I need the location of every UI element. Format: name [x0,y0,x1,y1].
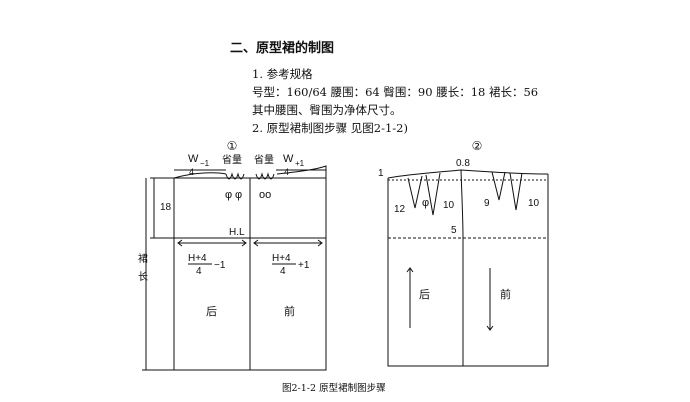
grain-arrowhead-front [486,325,494,331]
diagram-2-waistline [387,169,549,179]
h-back-arrowhead-left [177,239,183,247]
back-label: 后 [206,305,217,318]
dart-loops-front [255,172,275,180]
h-front-num: H+4 [272,253,291,264]
item-drafting-steps: 2. 原型裙制图步骤 见图2-1-2) [252,121,408,135]
w-back-adj: −1 [200,159,210,168]
dart-back-2 [425,172,441,216]
front-label-2: 前 [500,287,511,301]
grain-arrowhead-back [406,267,414,273]
figure-caption: 图2-1-2 原型裙制图步骤 [282,383,386,394]
w-front-adj: +1 [295,159,305,168]
h-back-num: H+4 [188,253,207,264]
skirt-length-label-1: 裙 [138,252,148,265]
spec-line: 号型：160/64 腰围：64 臀围：90 腰长：18 裙长：56 [252,85,539,99]
w-front-den: 4 [284,167,289,177]
h-front-arrowhead-right [317,239,323,247]
w-front-num: W [283,153,294,165]
h-back-adj: −1 [214,260,226,271]
h-front-den: 4 [280,266,286,277]
dart-10-back: 10 [443,200,455,211]
front-label: 前 [284,304,295,318]
phi-back-1: φ [225,189,232,201]
phi-back-2: φ [235,189,242,201]
dart-front-1 [491,171,506,201]
diagram-2-marker: ② [472,139,483,153]
dart-loops-back [225,172,245,180]
w-back-num: W [188,153,199,165]
note-line: 其中腰围、臀围为净体尺寸。 [252,103,402,117]
label-1: 1 [378,168,384,179]
waist-length-label: 18 [160,202,172,213]
h-back-arrowhead-right [241,239,247,247]
h-back-den: 4 [196,266,202,277]
hip-line-label: H.L [229,227,245,238]
dart-label-front: 省量 [254,153,274,166]
diagram-2: ② 1 0.8 φ 12 10 9 10 5 后 前 [378,139,549,367]
dart-back-1 [407,175,423,209]
diagram-1: ① W −1 4 W +1 4 [138,139,327,371]
dart-9: 9 [484,198,490,209]
dart-label-back: 省量 [222,153,242,166]
label-0-8: 0.8 [456,158,470,169]
back-label-2: 后 [419,288,430,301]
h-front-adj: +1 [298,260,310,271]
h-front-arrowhead-left [253,239,259,247]
skirt-length-label-2: 长 [138,271,148,283]
dart-12: 12 [394,204,406,215]
w-back-den: 4 [189,167,194,177]
diagram-2-outline [387,174,549,367]
item-reference-spec: 1. 参考规格 [252,67,313,81]
phi-label: φ [422,197,429,209]
oo-front: oo [259,189,271,201]
diagram-2-side-seam [460,169,464,366]
section-heading: 二、原型裙的制图 [230,41,335,56]
diagram-1-marker: ① [227,139,238,153]
dart-front-2 [509,172,523,211]
dart-10-front: 10 [528,198,540,209]
label-5: 5 [451,225,457,236]
